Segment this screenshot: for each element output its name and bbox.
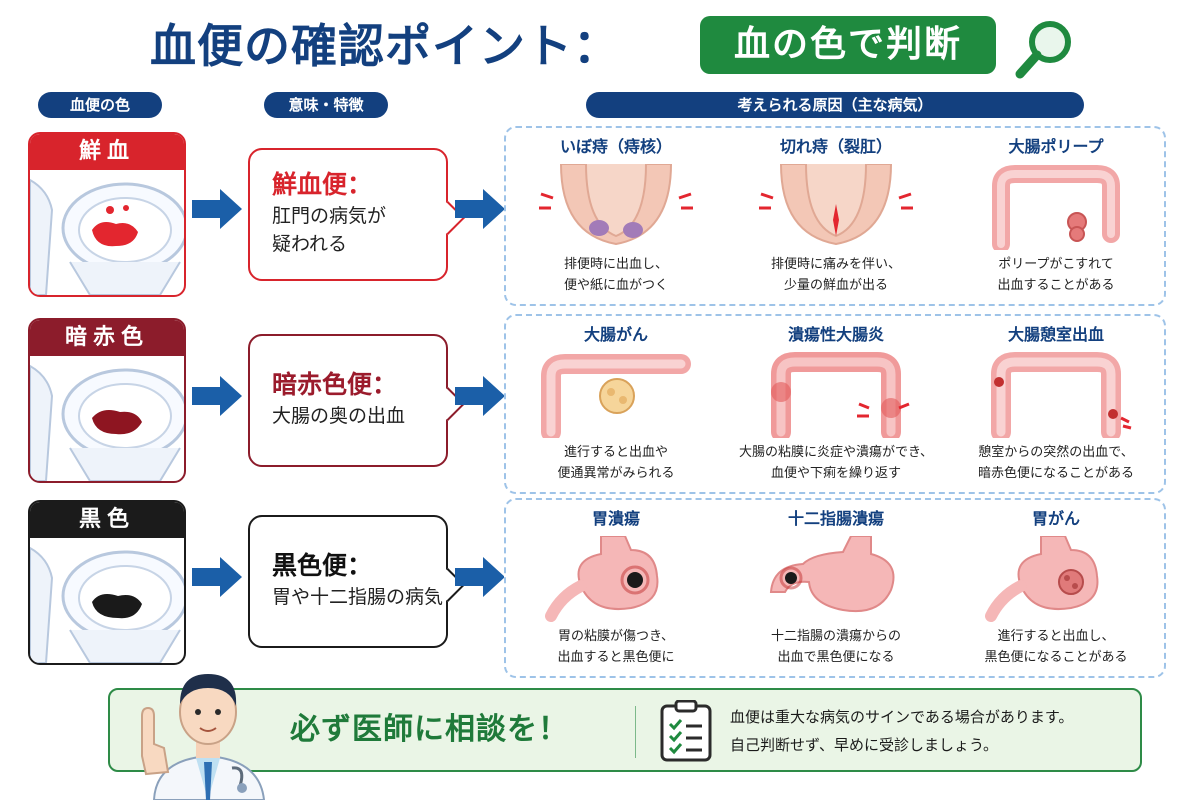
colorectal-cancer-illustration — [541, 354, 691, 438]
cause-name: いぼ痔（痔核） — [559, 137, 672, 156]
meaning-box-bright-red: 鮮血便： 肛門の病気が 疑われる — [248, 148, 465, 281]
cause-desc-line-2: 便通異常がみられる — [557, 466, 675, 481]
cause-desc-line-1: 排便時に痛みを伴い、 — [770, 257, 901, 272]
cause-anal-fissure: 切れ痔（裂肛） 排便時に痛みを伴い、 少量の鮮血が出る — [726, 128, 946, 296]
meaning-title: 暗赤色便： — [272, 370, 398, 399]
cause-gastric-ulcer: 胃潰瘍 胃の粘膜が傷つき、 出血すると黒色便に — [506, 500, 726, 668]
doctor-illustration — [141, 674, 266, 800]
arrow-right-icon — [455, 557, 505, 597]
cause-desc-line-1: 十二指腸の潰瘍からの — [770, 629, 901, 644]
cause-name: 大腸ポリープ — [1008, 137, 1104, 156]
search-icon — [1015, 21, 1071, 79]
colon-polyp-illustration — [992, 165, 1120, 250]
anal-fissure-illustration — [759, 164, 913, 246]
color-label: 暗赤色 — [30, 320, 184, 356]
causes-panel-dark-red: 大腸がん 進行すると出血や 便通異常がみられる 潰瘍性大腸炎 大腸の粘膜に炎症や… — [504, 314, 1166, 494]
stomach-cancer-illustration — [985, 536, 1099, 622]
arrow-right-icon — [455, 376, 505, 416]
meaning-desc-line-1: 大腸の奥の出血 — [272, 405, 406, 427]
color-card-dark-red: 暗赤色 — [28, 318, 186, 483]
banner-message-line-1: 血便は重大な病気のサインである場合があります。 — [730, 708, 1074, 726]
column-header-causes: 考えられる原因（主な病気） — [586, 92, 1084, 118]
toilet-bright-red-illustration — [30, 178, 184, 295]
arrow-right-icon — [192, 376, 242, 416]
cause-stomach-cancer: 胃がん 進行すると出血し、 黒色便になることがある — [946, 500, 1166, 668]
cause-desc-line-1: 胃の粘膜が傷つき、 — [557, 629, 675, 644]
diverticular-bleeding-illustration — [991, 352, 1132, 438]
arrow-right-icon — [192, 189, 242, 229]
color-card-bright-red: 鮮血 — [28, 132, 186, 297]
cause-desc-line-1: 憩室からの突然の出血で、 — [978, 445, 1134, 460]
cause-desc-line-2: 血便や下痢を繰り返す — [770, 466, 901, 481]
hemorrhoid-illustration — [539, 164, 693, 246]
color-card-black: 黒色 — [28, 500, 186, 665]
cause-name: 大腸がん — [583, 325, 648, 344]
cause-desc-line-1: ポリープがこすれて — [998, 257, 1114, 272]
cause-desc-line-1: 進行すると出血や — [563, 445, 668, 460]
cause-name: 胃潰瘍 — [591, 509, 640, 528]
consult-doctor-banner: 必ず医師に相談を！ 血便は重大な病気のサインである場合があります。 自己判断せず… — [108, 688, 1142, 772]
banner-message-line-2: 自己判断せず、早めに受診しましょう。 — [730, 736, 999, 754]
causes-panel-black: 胃潰瘍 胃の粘膜が傷つき、 出血すると黒色便に 十二指腸潰瘍 十二指腸の潰瘍から… — [504, 498, 1166, 678]
arrow-right-icon — [192, 557, 242, 597]
meaning-box-black: 黒色便： 胃や十二指腸の病気 — [248, 515, 465, 648]
cause-desc-line-2: 出血することがある — [997, 278, 1115, 293]
cause-diverticular-bleeding: 大腸憩室出血 憩室からの突然の出血で、 暗赤色便になることがある — [946, 316, 1166, 484]
cause-hemorrhoids: いぼ痔（痔核） 排便時に出血し、 便や紙に血がつく — [506, 128, 726, 296]
cause-desc-line-2: 出血すると黒色便に — [557, 650, 675, 665]
cause-desc-line-2: 暗赤色便になることがある — [977, 466, 1134, 481]
cause-ulcerative-colitis: 潰瘍性大腸炎 大腸の粘膜に炎症や潰瘍ができ、 血便や下痢を繰り返す — [726, 316, 946, 484]
cause-desc-line-2: 少量の鮮血が出る — [783, 278, 888, 293]
meaning-box-dark-red: 暗赤色便： 大腸の奥の出血 — [248, 334, 465, 467]
color-label: 黒色 — [30, 502, 184, 538]
cause-name: 十二指腸潰瘍 — [787, 509, 884, 528]
column-header-meaning: 意味・特徴 — [264, 92, 388, 118]
gastric-ulcer-illustration — [545, 536, 659, 622]
banner-title: 必ず医師に相談を！ — [290, 712, 569, 747]
arrow-right-icon — [455, 189, 505, 229]
banner-divider — [635, 706, 636, 758]
ulcerative-colitis-illustration — [771, 352, 910, 438]
cause-colon-polyp: 大腸ポリープ ポリープがこすれて 出血することがある — [946, 128, 1166, 296]
meaning-desc-line-1: 肛門の病気が — [272, 205, 387, 227]
meaning-desc-line-1: 胃や十二指腸の病気 — [272, 586, 444, 608]
cause-desc-line-1: 大腸の粘膜に炎症や潰瘍ができ、 — [738, 445, 934, 460]
meaning-title: 黒色便： — [272, 551, 373, 580]
cause-desc-line-1: 進行すると出血し、 — [997, 629, 1115, 644]
cause-desc-line-1: 排便時に出血し、 — [563, 257, 668, 272]
clipboard-icon — [660, 700, 712, 762]
cause-name: 大腸憩室出血 — [1007, 325, 1104, 344]
cause-desc-line-2: 黒色便になることがある — [984, 650, 1128, 665]
meaning-title: 鮮血便： — [272, 170, 373, 199]
column-header-color: 血便の色 — [38, 92, 162, 118]
page-title: 血便の確認ポイント： — [150, 19, 620, 73]
color-label: 鮮血 — [30, 134, 184, 170]
cause-colorectal-cancer: 大腸がん 進行すると出血や 便通異常がみられる — [506, 316, 726, 484]
cause-duodenal-ulcer: 十二指腸潰瘍 十二指腸の潰瘍からの 出血で黒色便になる — [726, 500, 946, 668]
causes-panel-bright-red: いぼ痔（痔核） 排便時に出血し、 便や紙に血がつく 切れ痔（裂肛） 排便時に痛み… — [504, 126, 1166, 306]
cause-name: 潰瘍性大腸炎 — [787, 325, 884, 344]
toilet-dark-red-illustration — [30, 364, 184, 481]
cause-name: 切れ痔（裂肛） — [779, 137, 892, 156]
cause-name: 胃がん — [1031, 509, 1080, 528]
cause-desc-line-2: 便や紙に血がつく — [563, 278, 668, 293]
toilet-black-illustration — [30, 546, 184, 663]
duodenal-ulcer-illustration — [769, 536, 895, 612]
cause-desc-line-2: 出血で黒色便になる — [777, 650, 895, 665]
title-badge: 血の色で判断 — [700, 16, 996, 74]
meaning-desc-line-2: 疑われる — [272, 233, 348, 255]
